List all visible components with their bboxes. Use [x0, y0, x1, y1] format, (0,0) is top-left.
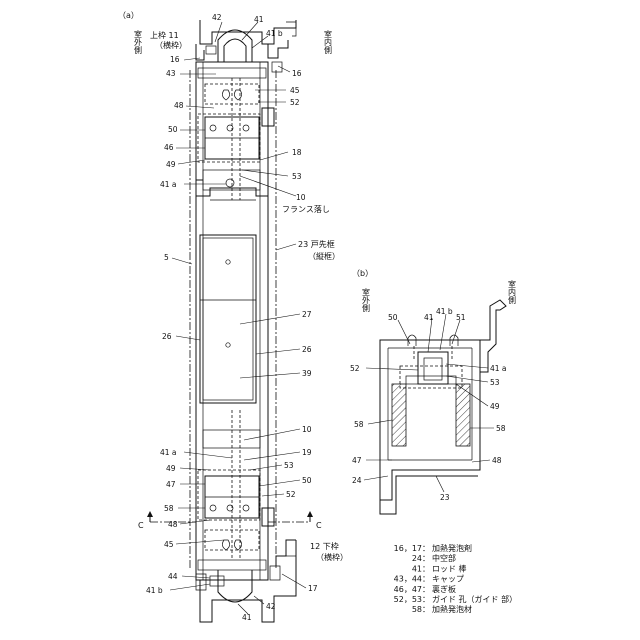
legend-text-3: キャップ	[432, 575, 464, 584]
a-n41a-top: 41 a	[160, 180, 177, 189]
b-n52: 52	[350, 364, 360, 373]
top-rail-label: 上枠 11	[150, 30, 179, 40]
b-n50: 50	[388, 313, 398, 322]
section-mark-left-label: C	[138, 521, 144, 530]
a-bottom-rail-label: 12 下枠	[310, 541, 339, 551]
a-n41-bottom: 41	[242, 613, 252, 622]
foam-block-right	[456, 384, 470, 446]
a-n18: 18	[292, 148, 302, 157]
legend-key-1: 24：	[412, 554, 430, 563]
b-n41: 41	[424, 313, 434, 322]
legend-text-1: 中空部	[432, 553, 456, 563]
legend-text-0: 加熱発泡剤	[432, 543, 472, 553]
a-n17: 17	[308, 584, 318, 593]
a-n53-top: 53	[292, 172, 302, 181]
view-b-outdoor-label: 室外側	[362, 287, 371, 312]
foam-block-left	[392, 384, 406, 446]
a-n50-top: 50	[168, 125, 178, 134]
a-n41b-bottom: 41 b	[146, 586, 163, 595]
legend-key-0: 16，17：	[394, 544, 430, 553]
a-n39: 39	[302, 369, 312, 378]
a-bottom-rail-sub-label: （横枠）	[316, 552, 348, 562]
b-n58-right: 58	[496, 424, 506, 433]
a-n27: 27	[302, 310, 312, 319]
b-n53: 53	[490, 378, 500, 387]
b-n24: 24	[352, 476, 362, 485]
b-n23: 23	[440, 493, 450, 502]
b-n58-left: 58	[354, 420, 364, 429]
a-n5: 5	[164, 253, 169, 262]
b-n41a: 41 a	[490, 364, 507, 373]
a-n52-top: 52	[290, 98, 300, 107]
view-a-outdoor-label: 室外側	[134, 29, 143, 54]
section-mark-right-label: C	[316, 521, 322, 530]
view-a-indoor-label: 室内側	[324, 29, 333, 54]
legend-key-2: 41：	[412, 564, 430, 573]
b-n47: 47	[352, 456, 362, 465]
legend-key-5: 52，53：	[394, 595, 430, 604]
view-b-label: （b）	[352, 269, 373, 278]
a-n44: 44	[168, 572, 178, 581]
legend-text-2: ロッド 棒	[432, 563, 467, 573]
legend-key-6: 58：	[412, 605, 430, 614]
a-n42-top: 42	[212, 13, 222, 22]
view-a-label: （a）	[118, 11, 139, 20]
a-n45-top: 45	[290, 86, 300, 95]
view-b: （b） 室外側 室内側	[350, 269, 517, 514]
top-rail-sub-label: （横枠）	[155, 40, 187, 50]
upper-mechanism	[196, 68, 274, 200]
legend-text-5: ガイド 孔（ガイド 部）	[432, 594, 517, 604]
view-b-leaders	[364, 314, 494, 492]
legend-key-3: 43，44：	[394, 575, 430, 584]
section-mark-left: C	[138, 511, 196, 530]
a-n49-bottom: 49	[166, 464, 176, 473]
legend-text-4: 裏ぎ板	[432, 584, 456, 594]
a-n41b-top: 41 b	[266, 29, 283, 38]
view-a: （a） 室外側 室内側 上枠 11 （横枠）	[118, 11, 348, 622]
a-n48-bottom: 48	[168, 520, 178, 529]
a-n49-top: 49	[166, 160, 176, 169]
b-n51: 51	[456, 313, 466, 322]
a-n58: 58	[164, 504, 174, 513]
a-n53-bottom: 53	[284, 461, 294, 470]
a-n16-right: 16	[292, 69, 302, 78]
view-b-indoor-label: 室内側	[508, 279, 517, 304]
a-n41a-bottom: 41 a	[160, 448, 177, 457]
a-n45-bottom: 45	[164, 540, 174, 549]
b-n48: 48	[492, 456, 502, 465]
a-flange-label: フランス落し	[282, 204, 330, 214]
a-n43: 43	[166, 69, 176, 78]
legend-text-6: 加熱発泡材	[432, 604, 472, 614]
a-n16-left: 16	[170, 55, 180, 64]
middle-panel	[200, 235, 256, 403]
a-n26-left: 26	[162, 332, 172, 341]
a-n48-top: 48	[174, 101, 184, 110]
a-n47: 47	[166, 480, 176, 489]
a-n46: 46	[164, 143, 174, 152]
a-n52-bottom: 52	[286, 490, 296, 499]
a-n19: 19	[302, 448, 312, 457]
bottom-rail	[196, 540, 296, 622]
a-n50-bottom: 50	[302, 476, 312, 485]
a-n41-top: 41	[254, 15, 264, 24]
legend-key-4: 46，47：	[394, 585, 430, 594]
b-n49: 49	[490, 402, 500, 411]
a-n10-top: 10	[296, 193, 306, 202]
a-n42-bottom: 42	[266, 602, 276, 611]
a-n10-bottom: 10	[302, 425, 312, 434]
b-n41b: 41 b	[436, 307, 453, 316]
a-n26-right: 26	[302, 345, 312, 354]
a-stile-label: 23 戸先框	[298, 239, 335, 249]
lower-mechanism	[198, 410, 274, 570]
a-stile-sub-label: （縦框）	[308, 251, 340, 261]
legend: 16，17：加熱発泡剤24：中空部41：ロッド 棒43，44：キャップ46，47…	[394, 543, 517, 614]
